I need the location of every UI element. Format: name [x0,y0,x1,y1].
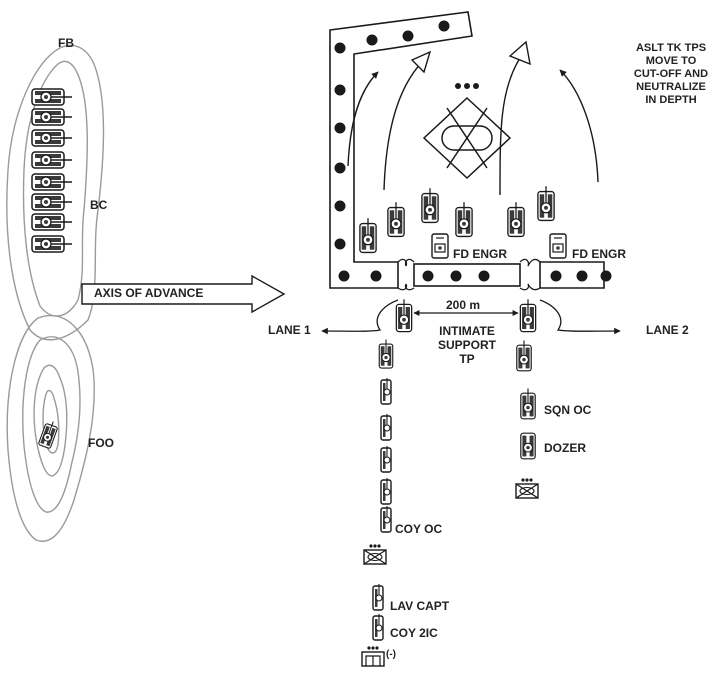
tank-icon [455,202,473,238]
infantry-platoon-symbol-icon [361,646,385,667]
label-foo: FOO [88,436,114,450]
label-lane-2: LANE 2 [646,323,689,337]
label-axis-of-advance: AXIS OF ADVANCE [94,286,204,300]
intimate-line-3: TP [459,352,475,366]
tank-icon [507,202,525,238]
mine-dot [334,42,346,54]
lav-icon [372,584,384,611]
tank-icon [31,88,72,106]
obstacle-belt-center [413,263,521,287]
mine-dot [600,270,612,282]
obstacle-belt-left [329,11,473,289]
tank-icon [31,129,72,147]
engineer-vehicle-icon [549,233,567,259]
aslt-line-2: MOVE TO [645,55,697,67]
aslt-line-1: ASLT TK TPS [635,42,707,54]
mine-dot [402,30,414,42]
label-fb: FB [58,36,74,50]
tank-icon [31,151,72,169]
lav-icon [380,378,392,405]
tank-icon [516,340,532,372]
assault-arrows [347,40,599,196]
tank-icon [421,188,439,224]
tank-icon [537,186,555,222]
mine-dot [366,34,378,46]
vehicle-layer [31,88,567,667]
mine-dot [334,84,346,96]
tank-icon [31,193,72,211]
tank-icon [519,299,537,333]
mine-dots [334,20,612,282]
aslt-line-3: CUT-OFF AND [633,68,709,80]
label-bc: BC [90,198,108,212]
mine-dot [438,20,450,32]
label-distance: 200 m [446,298,481,312]
lav-icon [380,478,392,505]
mine-dot [550,270,562,282]
label-lav-capt: LAV CAPT [390,599,450,613]
tank-icon [395,299,413,333]
tank-icon [520,388,536,420]
intimate-line-1: INTIMATE [439,324,495,338]
mine-dot [576,270,588,282]
label-coy-2ic: COY 2IC [390,626,438,640]
lav-icon [372,614,384,641]
mine-dot [334,238,346,250]
lav-icon [380,506,392,533]
mine-dot [422,270,434,282]
tank-icon [38,421,58,449]
label-minus: (-) [386,649,396,660]
infantry-platoon-symbol-icon [363,544,387,565]
label-fd-engr-left: FD ENGR [453,247,507,261]
enemy-position-icon [422,83,512,180]
axis-of-advance-arrow [81,274,286,314]
tank-icon [31,213,72,231]
label-coy-oc: COY OC [395,522,443,536]
tank-icon [31,108,72,126]
label-lane-1: LANE 1 [268,323,311,337]
engineer-vehicle-icon [431,233,449,259]
label-sqn-oc: SQN OC [544,403,592,417]
mine-dot [334,200,346,212]
tank-icon [359,218,377,254]
aslt-line-5: IN DEPTH [645,94,697,106]
breach-lane-marks [397,258,541,291]
infantry-platoon-symbol-icon [515,478,539,499]
lav-icon [380,414,392,441]
label-intimate-support: INTIMATE SUPPORT TP [424,324,510,366]
lav-icon [380,446,392,473]
aslt-line-4: NEUTRALIZE [636,81,706,93]
lane-2-arrow [539,299,621,335]
obstacle-belt-right [539,261,605,289]
mine-dot [370,270,382,282]
intimate-line-2: SUPPORT [437,338,496,352]
label-fd-engr-right: FD ENGR [572,247,626,261]
mine-dot [450,270,462,282]
mine-dot [338,270,350,282]
label-aslt-tk-tps: ASLT TK TPS MOVE TO CUT-OFF AND NEUTRALI… [618,42,724,107]
label-dozer: DOZER [544,441,586,455]
tank-icon [520,432,536,460]
tank-icon [31,173,72,191]
contour-hill-fb [6,44,105,341]
mine-dot [334,122,346,134]
mine-dot [478,270,490,282]
tank-icon [378,339,394,369]
tank-icon [31,235,72,253]
mine-dot [334,162,346,174]
lane-1-arrow [321,299,399,335]
tank-icon [387,202,405,238]
